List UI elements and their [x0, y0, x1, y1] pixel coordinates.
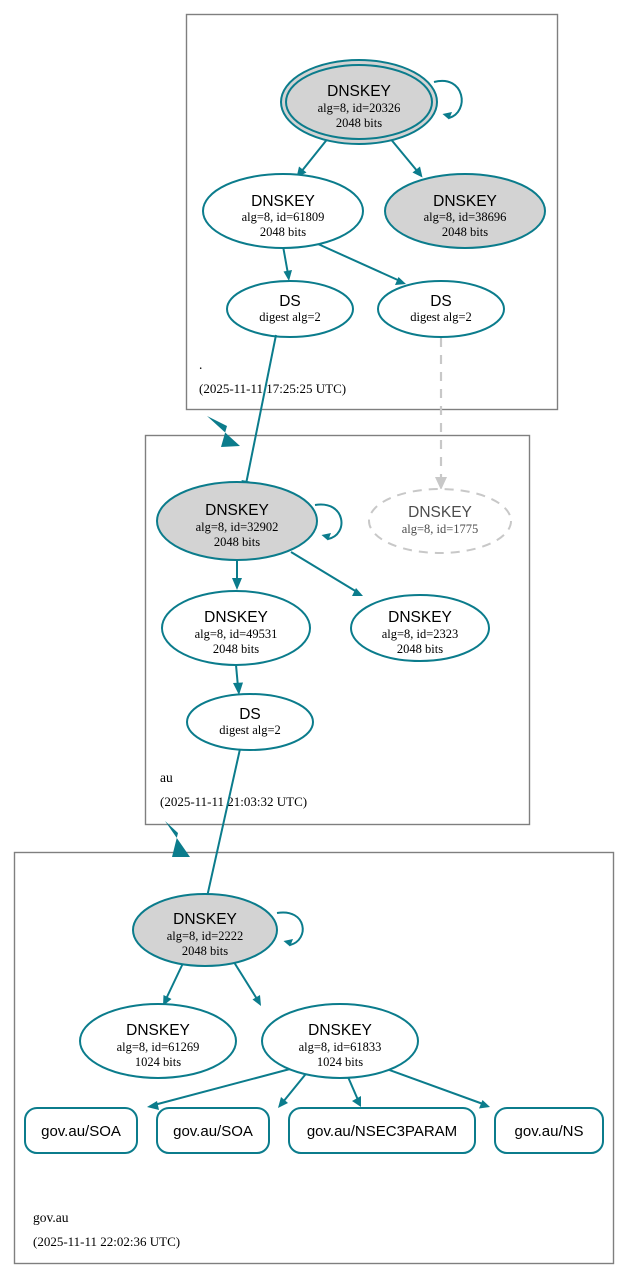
node-govau-ksk-2222[interactable]: DNSKEY alg=8, id=2222 2048 bits — [132, 893, 278, 967]
node-title: DS — [430, 293, 452, 310]
delegation-arrow-au-to-govau — [165, 821, 190, 857]
node-line3: 2048 bits — [182, 944, 228, 958]
edge-root-ksk-to-38696 — [388, 136, 423, 178]
zone-label-au: au — [160, 770, 173, 785]
edge-self-sign-root-ksk — [433, 79, 463, 120]
node-line2: alg=8, id=61269 — [117, 1040, 200, 1054]
node-line2: alg=8, id=61809 — [242, 210, 325, 224]
node-govau-zsk-61269[interactable]: DNSKEY alg=8, id=61269 1024 bits — [79, 1003, 237, 1079]
node-title: DNSKEY — [173, 911, 237, 928]
edge-au-ksk-to-49531 — [232, 560, 242, 590]
node-line3: 2048 bits — [260, 225, 306, 239]
edge-root-ds-right-to-au-1775 — [435, 338, 447, 490]
edge-govau-61833-to-soa2 — [278, 1069, 310, 1108]
delegation-arrow-root-to-au — [207, 416, 240, 447]
node-line2: digest alg=2 — [219, 723, 281, 737]
node-line2: digest alg=2 — [410, 310, 472, 324]
node-line2: alg=8, id=49531 — [195, 627, 278, 641]
rrset-soa-1[interactable]: gov.au/SOA — [24, 1107, 138, 1154]
node-title: DNSKEY — [388, 609, 452, 626]
node-title: DNSKEY — [204, 609, 268, 626]
node-line2: alg=8, id=61833 — [299, 1040, 382, 1054]
node-line3: 2048 bits — [336, 116, 382, 130]
rrset-label: gov.au/NS — [515, 1123, 584, 1140]
rrset-label: gov.au/NSEC3PARAM — [307, 1123, 457, 1140]
node-root-ds-left[interactable]: DS digest alg=2 — [226, 280, 354, 338]
zone-label-govau: gov.au — [33, 1210, 69, 1225]
node-au-ksk-32902[interactable]: DNSKEY alg=8, id=32902 2048 bits — [156, 481, 318, 561]
node-line3: 1024 bits — [317, 1055, 363, 1069]
node-line3: 2048 bits — [397, 642, 443, 656]
edge-au-ksk-to-2323 — [290, 551, 363, 596]
edge-root-61809-to-ds-right — [317, 243, 406, 285]
node-title: DS — [239, 706, 261, 723]
node-root-zsk-38696[interactable]: DNSKEY alg=8, id=38696 2048 bits — [384, 173, 546, 249]
node-line2: digest alg=2 — [259, 310, 321, 324]
node-root-ds-right[interactable]: DS digest alg=2 — [377, 280, 505, 338]
node-line2: alg=8, id=20326 — [318, 101, 401, 115]
node-line3: 2048 bits — [214, 535, 260, 549]
rrset-nsec3param[interactable]: gov.au/NSEC3PARAM — [288, 1107, 476, 1154]
node-line3: 2048 bits — [213, 642, 259, 656]
node-au-ds[interactable]: DS digest alg=2 — [186, 693, 314, 751]
node-title: DNSKEY — [327, 83, 391, 100]
rrset-ns[interactable]: gov.au/NS — [494, 1107, 604, 1154]
node-line3: 1024 bits — [135, 1055, 181, 1069]
edge-self-sign-govau-ksk — [276, 911, 304, 947]
node-line2: alg=8, id=32902 — [196, 520, 279, 534]
edge-govau-61833-to-soa1 — [147, 1068, 291, 1110]
zone-label-root: . — [199, 357, 202, 372]
zone-timestamp-au: (2025-11-11 21:03:32 UTC) — [160, 794, 307, 809]
node-root-ksk-20326[interactable]: DNSKEY alg=8, id=20326 2048 bits — [280, 59, 438, 145]
zone-timestamp-govau: (2025-11-11 22:02:36 UTC) — [33, 1234, 180, 1249]
node-line2: alg=8, id=2222 — [167, 929, 244, 943]
rrset-label: gov.au/SOA — [41, 1123, 121, 1140]
edge-govau-ksk-to-61833 — [231, 958, 261, 1006]
node-title: DNSKEY — [205, 502, 269, 519]
zone-timestamp-root: (2025-11-11 17:25:25 UTC) — [199, 381, 346, 396]
node-title: DNSKEY — [308, 1022, 372, 1039]
node-title: DNSKEY — [251, 193, 315, 210]
node-line3: 2048 bits — [442, 225, 488, 239]
node-title: DNSKEY — [408, 504, 472, 521]
rrset-label: gov.au/SOA — [173, 1123, 253, 1140]
node-title: DS — [279, 293, 301, 310]
edge-self-sign-au-ksk — [314, 503, 343, 541]
edge-au-49531-to-ds — [233, 664, 243, 695]
node-line2: alg=8, id=1775 — [402, 522, 479, 536]
rrset-soa-2[interactable]: gov.au/SOA — [156, 1107, 270, 1154]
node-root-zsk-61809[interactable]: DNSKEY alg=8, id=61809 2048 bits — [202, 173, 364, 249]
node-title: DNSKEY — [433, 193, 497, 210]
node-govau-zsk-61833[interactable]: DNSKEY alg=8, id=61833 1024 bits — [261, 1003, 419, 1079]
node-line2: alg=8, id=38696 — [424, 210, 507, 224]
edge-root-61809-to-ds-left — [282, 245, 292, 281]
node-title: DNSKEY — [126, 1022, 190, 1039]
node-line2: alg=8, id=2323 — [382, 627, 459, 641]
node-au-zsk-2323[interactable]: DNSKEY alg=8, id=2323 2048 bits — [350, 594, 490, 662]
node-au-zsk-49531[interactable]: DNSKEY alg=8, id=49531 2048 bits — [161, 590, 311, 666]
node-au-key-1775[interactable]: DNSKEY alg=8, id=1775 — [368, 488, 512, 554]
